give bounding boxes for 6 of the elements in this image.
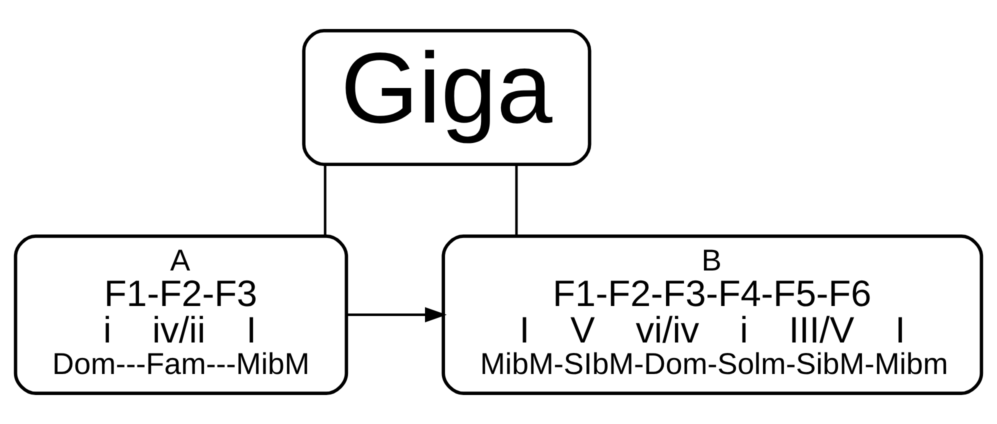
node-box: Giga — [302, 29, 592, 166]
connector — [324, 164, 326, 236]
arrow — [346, 307, 447, 322]
connector — [515, 164, 518, 236]
node-box: B F1-F2-F3-F4-F5-F6 I V vi/iv i III/V I MibM-SIbM-Dom-Solm-SibM-Mibm — [442, 234, 984, 395]
node-box: A F1-F2-F3 i iv/ii I Dom---Fam---MibM — [14, 234, 348, 395]
